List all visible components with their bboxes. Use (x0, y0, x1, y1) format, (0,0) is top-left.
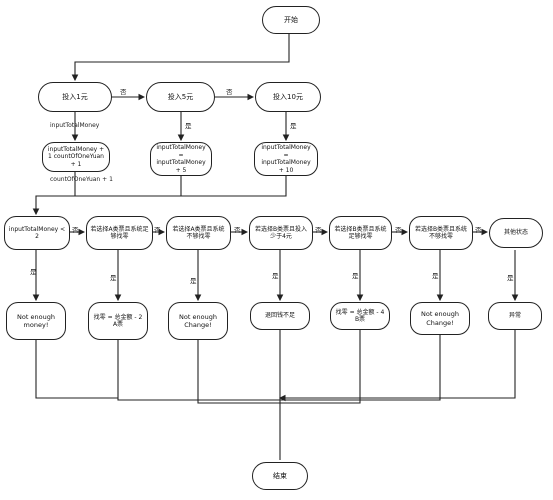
insert-5-yuan-node: 投入5元 (146, 82, 215, 112)
edge-label-yes: 是 (352, 272, 359, 280)
edge-label-yes: 是 (507, 274, 514, 282)
edge-label-no: 否 (395, 226, 402, 234)
result-not-enough-change-a: Not enough Change! (168, 302, 228, 340)
edge-results-end (35, 330, 516, 460)
end-node: 结束 (252, 462, 308, 490)
condition-b-enough-change: 若选择B类票且系统足够找零 (329, 216, 392, 250)
condition-a-enough-change: 若选择A类票且系统足够找零 (86, 216, 153, 250)
edge-label-yes: 是 (432, 272, 439, 280)
calc1-bottom-label: countOfOneYuan + 1 (50, 176, 113, 183)
insert-1-yuan-node: 投入1元 (38, 82, 112, 112)
calc1-top-label: inputTotalMoney (50, 122, 100, 129)
insert-10-yuan-node: 投入10元 (255, 82, 321, 112)
edge-label-no: 否 (226, 88, 233, 96)
result-change-b-ticket: 找零 = 总金额 - 4 B票 (330, 302, 390, 330)
result-change-a-ticket: 找零 = 总金额 - 2 A票 (88, 302, 148, 340)
result-not-enough-change-b: Not enough Change! (410, 302, 470, 335)
edge-label-yes: 是 (30, 268, 37, 276)
result-abnormal: 异常 (488, 302, 542, 330)
condition-b-less-than-4: 若选择B类票且投入少于4元 (249, 216, 313, 250)
edge-label-yes: 是 (110, 274, 117, 282)
condition-a-not-enough-change: 若选择A类票且系统不够找零 (166, 216, 231, 250)
edge-label-no: 否 (72, 226, 79, 234)
edge-label-yes: 是 (190, 277, 197, 285)
condition-b-not-enough-change: 若选择B类票且系统不够找零 (409, 216, 473, 250)
calc-1-yuan-node: inputTotalMoney + 1 countOfOneYuan + 1 (42, 142, 110, 172)
edge-label-no: 否 (120, 88, 127, 96)
edge-label-no: 否 (234, 226, 241, 234)
edge-label-yes: 是 (272, 272, 279, 280)
edge-label-yes: 是 (290, 122, 297, 130)
calc-10-yuan-node: inputTotalMoney = inputTotalMoney + 10 (254, 142, 318, 176)
calc-5-yuan-node: inputTotalMoney = inputTotalMoney + 5 (150, 142, 212, 176)
edge-calc-merge (36, 172, 287, 214)
condition-other-state: 其他状态 (489, 218, 543, 248)
edge-label-no: 否 (475, 226, 482, 234)
edge-label-yes: 是 (185, 122, 192, 130)
condition-total-lt-2: inputTotalMoney < 2 (4, 216, 70, 250)
edge-start-insert1 (71, 34, 290, 82)
edge-label-no: 否 (315, 226, 322, 234)
result-not-enough-money: Not enough money! (6, 302, 66, 340)
edge-label-no: 否 (154, 226, 161, 234)
result-refund-insufficient: 退回钱不足 (250, 302, 310, 330)
start-node: 开始 (262, 6, 320, 34)
